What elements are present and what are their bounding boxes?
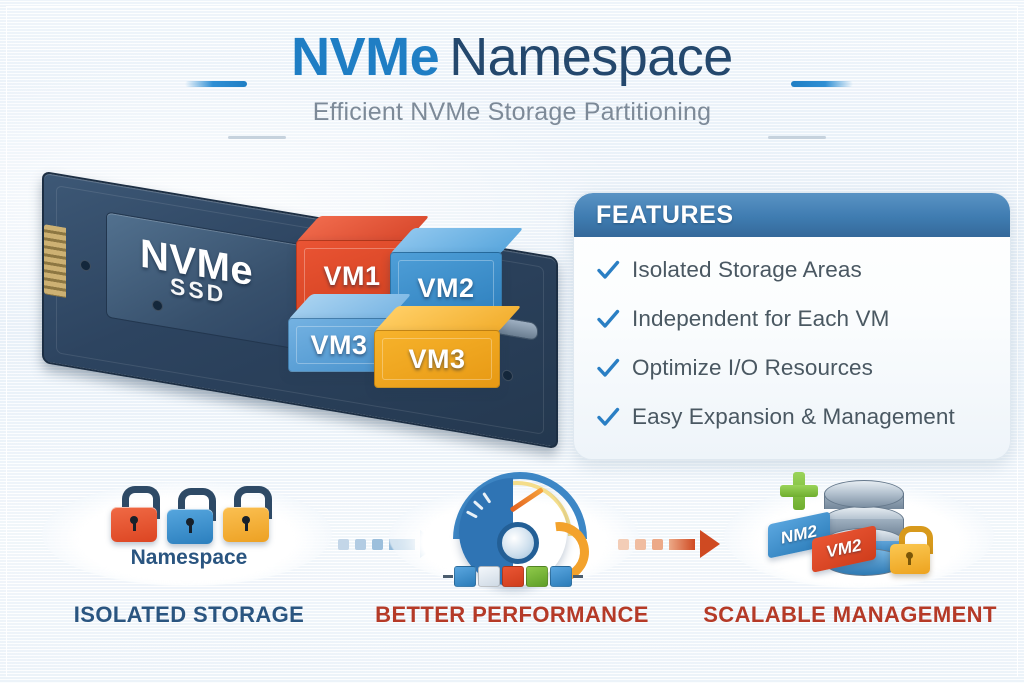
- vm-block-label: VM1: [323, 260, 381, 291]
- strip-block: [526, 565, 548, 587]
- title-rest-word: Namespace: [449, 27, 733, 87]
- check-icon: [596, 258, 620, 282]
- subtitle-rule-right: [768, 136, 826, 139]
- arrow-head-icon: [700, 530, 720, 558]
- flow-step-isolated-storage: Namespace ISOLATED STORAGE: [24, 468, 354, 683]
- vm-block-top: [374, 306, 522, 332]
- feature-item: Isolated Storage Areas: [574, 245, 1010, 294]
- title-accent-word: NVMe: [291, 27, 440, 87]
- feature-label: Independent for Each VM: [632, 305, 890, 331]
- strip-block: [478, 565, 500, 587]
- feature-label: Easy Expansion & Management: [632, 403, 955, 429]
- database-group-icon: NM2 VM2: [766, 472, 946, 584]
- padlock-shackle: [899, 526, 933, 554]
- strip-block: [454, 565, 476, 587]
- flow-step-scalable-management: NM2 VM2 SCALABLE MANAGEMENT: [676, 468, 1024, 683]
- padlock-icon: [890, 526, 933, 574]
- features-panel: FEATURES Isolated Storage Areas Independ…: [573, 192, 1011, 460]
- flow-arrow-2: [618, 530, 720, 558]
- vm-block-3: VM3: [288, 294, 412, 372]
- strip-block: [502, 565, 524, 587]
- vm-block-label: VM3: [310, 329, 368, 360]
- gauge-bar: [443, 574, 453, 578]
- arrow-dash: [338, 538, 349, 550]
- vm-block-face: VM3: [374, 330, 500, 388]
- padlock-icon: [223, 486, 272, 542]
- features-heading: FEATURES: [596, 200, 734, 229]
- vm-block-label: VM3: [408, 343, 466, 374]
- namespace-sublabel: Namespace: [130, 546, 248, 569]
- padlock-shackle: [178, 488, 216, 521]
- feature-item: Easy Expansion & Management: [574, 392, 1010, 441]
- padlock-icon: [111, 486, 160, 542]
- strip-block: [550, 565, 572, 587]
- flow-step-caption: ISOLATED STORAGE: [73, 602, 305, 627]
- plus-bar: [780, 485, 818, 497]
- arrow-tail: [669, 538, 695, 550]
- arrow-dash: [652, 538, 663, 550]
- subtitle-rule-left: [228, 136, 286, 139]
- vm-block-label: VM2: [417, 272, 475, 303]
- ssd-gold-connector: [44, 224, 66, 298]
- title-rule-right: [791, 81, 853, 87]
- feature-item: Independent for Each VM: [574, 294, 1010, 343]
- check-icon: [596, 307, 620, 331]
- feature-label: Isolated Storage Areas: [632, 256, 862, 282]
- gauge-block-strip: [443, 565, 583, 587]
- vm-block-4: VM3: [374, 306, 522, 388]
- flow-step-better-performance: BETTER PERFORMANCE: [347, 468, 677, 683]
- arrow-dash: [635, 538, 646, 550]
- check-icon: [596, 356, 620, 380]
- vm-block-face: VM3: [288, 318, 390, 372]
- database-disc-top: [824, 480, 904, 508]
- padlock-keyhole: [242, 516, 250, 531]
- padlock-shackle: [234, 486, 272, 519]
- check-icon: [596, 405, 620, 429]
- speedometer-icon: [443, 472, 602, 595]
- padlock-shackle: [122, 486, 160, 519]
- padlock-keyhole: [906, 552, 913, 565]
- padlock-keyhole: [130, 516, 138, 531]
- padlock-icon: [167, 488, 216, 544]
- features-list: Isolated Storage Areas Independent for E…: [574, 245, 1010, 441]
- flow-step-caption: BETTER PERFORMANCE: [375, 602, 649, 627]
- features-panel-header: FEATURES: [574, 193, 1010, 237]
- vm-block-top: [390, 228, 524, 254]
- mini-block-label: VM2: [826, 535, 862, 562]
- arrow-dash: [618, 538, 629, 550]
- feature-label: Optimize I/O Resources: [632, 354, 874, 380]
- gauge-bar: [573, 574, 583, 578]
- gauge-hub: [497, 522, 539, 564]
- plus-icon: [780, 472, 818, 510]
- flow-row: Namespace ISOLATED STORAGE: [0, 468, 1024, 683]
- page-subtitle: Efficient NVMe Storage Partitioning: [312, 98, 712, 126]
- arrow-dash: [355, 538, 366, 550]
- feature-item: Optimize I/O Resources: [574, 343, 1010, 392]
- padlock-keyhole: [186, 518, 194, 533]
- arrow-dash: [372, 538, 383, 550]
- title-rule-left: [185, 81, 247, 87]
- flow-step-caption: SCALABLE MANAGEMENT: [703, 602, 997, 627]
